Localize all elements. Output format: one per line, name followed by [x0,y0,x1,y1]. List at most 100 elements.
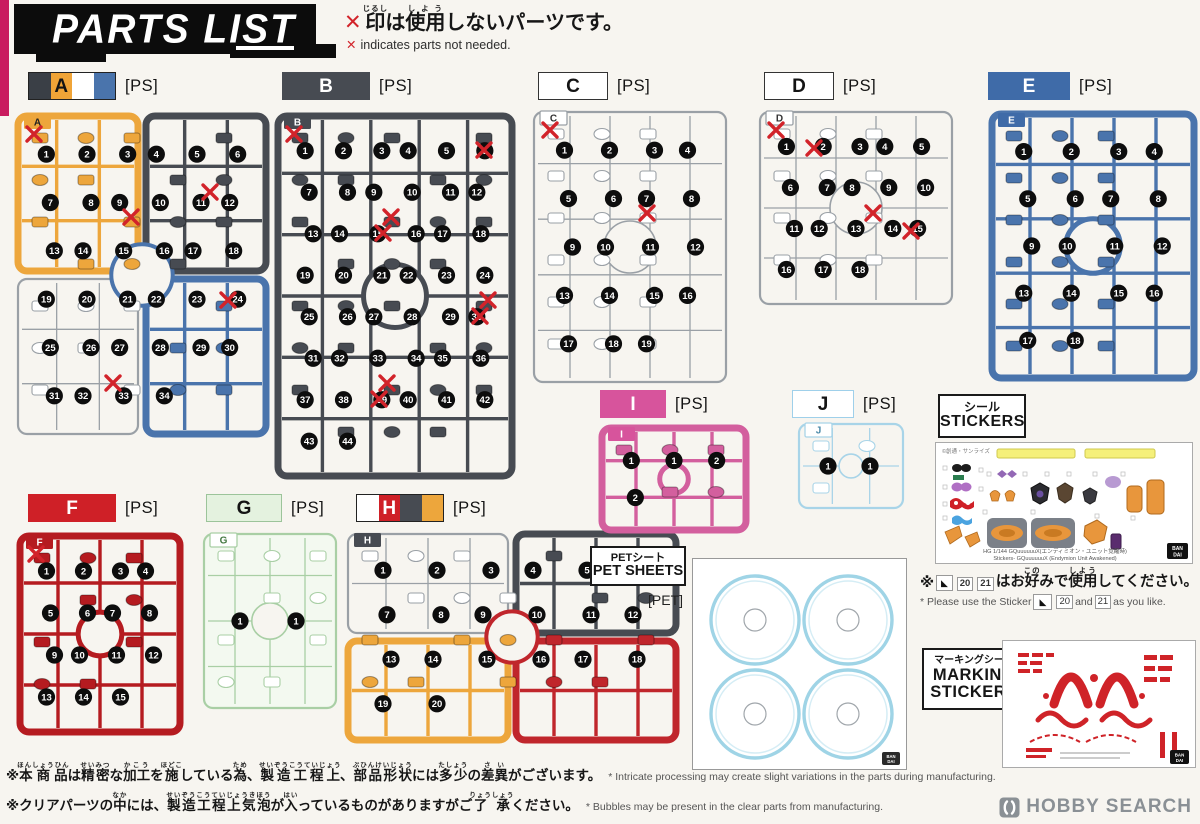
runner-tag-segment: A [50,73,72,99]
svg-text:36: 36 [476,354,487,365]
svg-text:BAN: BAN [886,754,895,759]
svg-text:10: 10 [1062,241,1073,252]
svg-text:30: 30 [224,343,235,354]
svg-text:15: 15 [482,655,493,666]
runner-tag-segment [93,73,115,99]
svg-text:14: 14 [78,246,89,257]
svg-text:20: 20 [338,271,349,282]
reference-mark: ※ [920,575,935,591]
svg-text:1: 1 [293,616,299,627]
svg-text:16: 16 [411,229,422,240]
pet-sheet-art: BAN DAI [692,558,907,770]
svg-text:11: 11 [111,650,122,661]
svg-text:17: 17 [818,265,829,276]
svg-text:13: 13 [49,246,60,257]
stickers-label-box: シール STICKERS [938,394,1026,438]
svg-text:18: 18 [608,339,619,350]
sprue-illustration-g: G 1 1 [200,530,340,712]
svg-text:9: 9 [1029,241,1034,252]
runner-material-f: [PS] [125,498,159,517]
title-underline [236,46,294,50]
svg-text:33: 33 [373,354,384,365]
svg-text:27: 27 [369,312,380,323]
svg-text:11: 11 [445,188,456,199]
svg-text:C: C [550,114,557,125]
svg-text:18: 18 [476,229,487,240]
svg-text:8: 8 [88,198,93,209]
footnote-1-jp: ※本商品ほんしょうひんは精密せいみつな加工かこうを施ほどこしている為ため、製造工… [6,762,602,783]
svg-text:23: 23 [192,295,203,306]
svg-text:19: 19 [300,271,311,282]
svg-text:1: 1 [237,616,243,627]
runner-material-c: [PS] [617,76,651,95]
svg-text:18: 18 [632,655,643,666]
svg-text:28: 28 [407,312,418,323]
svg-text:9: 9 [117,198,122,209]
svg-text:26: 26 [86,343,97,354]
svg-text:32: 32 [334,354,345,365]
header-note-jp: ✕印じるしは使用しようしないパーツです。 [344,4,864,34]
footnote-2-jp: ※クリアパーツの中なかには、製造工程上気泡せいぞうこうていじょうきほうが入はいっ… [6,792,579,813]
svg-text:G: G [220,536,228,547]
svg-text:8: 8 [147,608,152,619]
svg-text:4: 4 [530,566,536,577]
svg-text:11: 11 [645,242,656,253]
svg-text:9: 9 [371,188,376,199]
runner-material-a: [PS] [125,76,159,95]
svg-text:I: I [620,430,623,441]
svg-text:8: 8 [345,188,350,199]
svg-text:29: 29 [445,312,456,323]
svg-text:12: 12 [628,610,639,621]
svg-text:7: 7 [48,198,53,209]
svg-text:14: 14 [334,229,345,240]
svg-text:33: 33 [118,391,129,402]
pet-sheet: BAN DAI [692,558,907,770]
svg-text:31: 31 [49,391,60,402]
svg-text:10: 10 [600,242,611,253]
svg-text:17: 17 [437,229,448,240]
stickers-label-jp: シール [963,400,1000,415]
runner-tag-segment: G [207,495,281,521]
svg-text:8: 8 [849,183,854,194]
svg-text:7: 7 [110,608,115,619]
hobby-search-icon [999,797,1020,817]
svg-text:11: 11 [789,224,800,235]
svg-text:38: 38 [338,395,349,406]
svg-text:18: 18 [228,246,239,257]
svg-text:35: 35 [437,354,448,365]
part-badge-20: 20 [1056,595,1074,609]
svg-text:8: 8 [1156,194,1161,205]
svg-text:19: 19 [641,339,652,350]
svg-text:12: 12 [472,188,483,199]
svg-text:16: 16 [781,265,792,276]
marking-sheet-art: BAN DAI [1002,640,1196,768]
part-badge-20: 20 [956,577,974,591]
header-note-en-text: indicates parts not needed. [360,38,511,52]
svg-text:1: 1 [671,456,677,467]
svg-text:18: 18 [855,265,866,276]
runner-tag-segment: E [988,72,1070,100]
svg-text:4: 4 [154,150,160,161]
svg-text:2: 2 [607,146,612,157]
runner-tag-i: I [600,390,666,418]
svg-text:6: 6 [1073,194,1078,205]
svg-text:1: 1 [867,461,873,472]
svg-text:16: 16 [536,655,547,666]
svg-text:13: 13 [851,224,862,235]
svg-text:25: 25 [304,312,315,323]
pet-label-en: PET SHEETS [592,563,684,580]
runner-label-g: G[PS] [206,494,324,522]
svg-text:J: J [816,426,822,437]
header-note-en: ✕indicates parts not needed. [346,37,864,52]
svg-text:10: 10 [74,650,85,661]
svg-text:15: 15 [115,692,126,703]
svg-text:13: 13 [1018,289,1029,300]
runner-tag-segment: I [600,390,666,418]
marking-label-en2: STICKERS [930,683,1018,702]
hobby-search-watermark: HOBBY SEARCH [999,796,1192,818]
